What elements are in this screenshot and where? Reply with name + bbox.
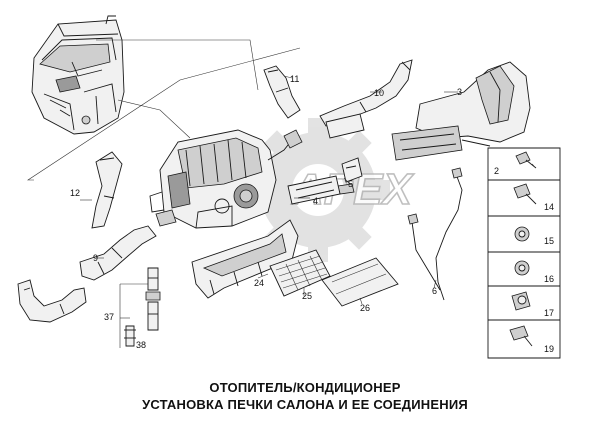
callout-5: 5 bbox=[348, 179, 353, 189]
elbow-duct bbox=[17, 279, 87, 323]
callout-24: 24 bbox=[254, 278, 264, 288]
callout-26: 26 bbox=[360, 303, 370, 313]
duct-part-11 bbox=[263, 65, 303, 149]
callout-6: 6 bbox=[432, 286, 437, 296]
fitting-part-37 bbox=[119, 267, 161, 348]
panel-part-4 bbox=[287, 175, 341, 205]
callout-3: 3 bbox=[457, 87, 462, 97]
callout-37: 37 bbox=[104, 312, 114, 322]
heater-unit-icon bbox=[149, 129, 293, 229]
caption-title: ОТОПИТЕЛЬ/КОНДИЦИОНЕР bbox=[209, 380, 401, 395]
filter-part-26 bbox=[321, 257, 399, 307]
callout-12: 12 bbox=[70, 188, 80, 198]
callout-15: 15 bbox=[544, 236, 554, 246]
leader-line bbox=[26, 47, 301, 181]
bracket-part-5 bbox=[337, 157, 363, 195]
screw-icon bbox=[515, 151, 537, 169]
duct-part-12 bbox=[91, 151, 123, 229]
callout-38: 38 bbox=[136, 340, 146, 350]
spacer-icon bbox=[511, 291, 531, 311]
callout-4: 4 bbox=[313, 196, 318, 206]
callout-11: 11 bbox=[290, 74, 299, 84]
cable-part-6 bbox=[407, 167, 463, 301]
duct-part-10 bbox=[319, 59, 413, 139]
bolt-icon bbox=[513, 183, 537, 205]
leader-line bbox=[433, 279, 437, 289]
truck-cab-icon bbox=[31, 15, 125, 135]
callout-10: 10 bbox=[374, 88, 384, 98]
leader-line bbox=[359, 297, 363, 305]
fitting-part-38 bbox=[124, 325, 136, 347]
screw-washer-icon bbox=[509, 325, 533, 347]
leader-line bbox=[96, 39, 259, 91]
callout-14: 14 bbox=[544, 202, 554, 212]
caption-subtitle: УСТАНОВКА ПЕЧКИ САЛОНА И ЕЕ СОЕДИНЕНИЯ bbox=[142, 397, 468, 412]
callout-16: 16 bbox=[544, 274, 554, 284]
callout-9: 9 bbox=[93, 253, 98, 263]
nut-icon bbox=[514, 226, 530, 242]
leader-line bbox=[283, 75, 293, 79]
clip-nut-icon bbox=[514, 260, 530, 276]
leader-line bbox=[343, 177, 351, 185]
leader-line bbox=[257, 273, 269, 279]
callout-25: 25 bbox=[302, 291, 312, 301]
filter-part-25 bbox=[269, 249, 331, 297]
leader-line bbox=[117, 99, 191, 139]
hardware-column bbox=[487, 147, 561, 359]
callout-19: 19 bbox=[544, 344, 554, 354]
callout-17: 17 bbox=[544, 308, 554, 318]
duct-part-3 bbox=[391, 61, 531, 161]
duct-part-9 bbox=[79, 225, 157, 281]
callout-2: 2 bbox=[494, 166, 499, 176]
